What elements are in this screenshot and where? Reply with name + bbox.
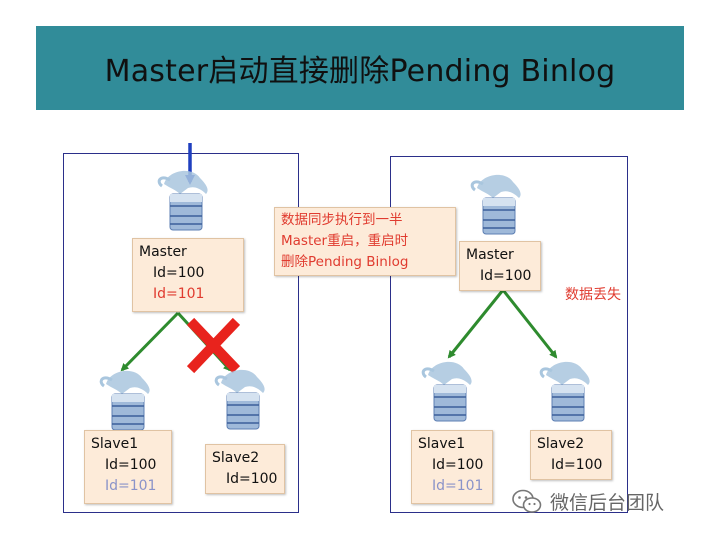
right-master-node: Master Id=100 — [459, 241, 541, 291]
right-replication-arrow-slave2 — [501, 289, 558, 359]
wechat-icon — [512, 489, 542, 513]
note-line-2: Master重启，重启时 — [281, 233, 409, 249]
right-slave2-id: Id=100 — [551, 457, 603, 473]
left-slave1-label: Slave1 — [91, 436, 139, 452]
right-master-id: Id=100 — [480, 268, 532, 284]
left-slave2-id: Id=100 — [226, 471, 278, 487]
note-line-1: 数据同步执行到一半 — [281, 212, 403, 228]
left-slave2-node: Slave2 Id=100 — [205, 444, 285, 494]
left-slave1-id: Id=100 — [105, 457, 157, 473]
left-master-node: Master Id=100 Id=101 — [132, 238, 244, 312]
right-slave1-node: Slave1 Id=100 Id=101 — [411, 430, 493, 504]
banner-title: Master启动直接删除Pending Binlog — [104, 54, 616, 89]
sync-interrupted-note: 数据同步执行到一半 Master重启，重启时 删除Pending Binlog — [274, 207, 456, 276]
left-replication-arrow-slave1 — [120, 311, 180, 372]
right-slave1-id: Id=100 — [432, 457, 484, 473]
right-master-database-icon — [470, 173, 523, 236]
data-loss-label: 数据丢失 — [565, 287, 621, 303]
left-master-label: Master — [139, 244, 187, 260]
left-master-id: Id=100 — [153, 265, 205, 281]
left-slave2-label: Slave2 — [212, 450, 260, 466]
title-banner: Master启动直接删除Pending Binlog — [36, 26, 684, 110]
left-slave1-pending-id: Id=101 — [105, 478, 157, 494]
right-replication-arrow-slave1 — [447, 289, 505, 359]
right-slave2-label: Slave2 — [537, 436, 585, 452]
watermark: 微信后台团队 — [512, 488, 664, 515]
right-slave1-database-icon — [421, 360, 474, 423]
right-slave2-database-icon — [539, 360, 592, 423]
note-line-3: 删除Pending Binlog — [281, 254, 409, 270]
left-slave1-node: Slave1 Id=100 Id=101 — [84, 430, 172, 504]
left-master-pending-id: Id=101 — [153, 286, 205, 302]
left-slave1-database-icon — [99, 369, 152, 432]
left-slave2-database-icon — [214, 368, 267, 431]
failure-x-icon — [186, 317, 241, 374]
watermark-text: 微信后台团队 — [550, 492, 665, 514]
right-master-label: Master — [466, 247, 514, 263]
left-master-database-icon — [157, 169, 210, 232]
right-slave1-label: Slave1 — [418, 436, 466, 452]
right-slave2-node: Slave2 Id=100 — [530, 430, 612, 480]
right-slave1-pending-id: Id=101 — [432, 478, 484, 494]
